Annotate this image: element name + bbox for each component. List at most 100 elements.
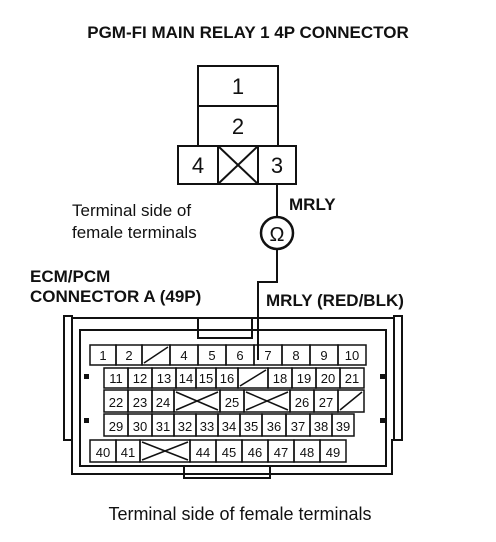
ecm-terminal-label: 15 (199, 371, 213, 386)
ecm-terminal-4: 4 (169, 344, 199, 366)
ecm-terminal-12: 12 (127, 367, 153, 389)
ecm-terminal-empty (139, 439, 191, 463)
ecm-terminal-20: 20 (315, 367, 341, 389)
ecm-connector-body (63, 315, 403, 479)
ecm-terminal-1: 1 (89, 344, 117, 366)
ecm-terminal-23: 23 (127, 389, 153, 413)
ecm-terminal-label: 25 (225, 395, 239, 410)
ecm-terminal-label: 8 (292, 348, 299, 363)
ecm-terminal-49: 49 (319, 439, 347, 463)
ecm-terminal-46: 46 (241, 439, 269, 463)
ecm-terminal-empty (337, 389, 365, 413)
ecm-terminal-21: 21 (339, 367, 365, 389)
ecm-terminal-label: 10 (345, 348, 359, 363)
ecm-terminal-label: 46 (248, 445, 262, 460)
ecm-terminal-33: 33 (195, 413, 219, 437)
ecm-label-line1: ECM/PCM (30, 267, 110, 286)
ecm-terminal-label: 32 (178, 419, 192, 434)
ecm-terminal-label: 2 (125, 348, 132, 363)
ecm-terminal-18: 18 (267, 367, 293, 389)
ecm-terminal-label: 12 (133, 371, 147, 386)
ecm-terminal-label: 24 (156, 395, 170, 410)
ecm-terminal-label: 16 (220, 371, 234, 386)
ecm-terminal-47: 47 (267, 439, 295, 463)
ecm-terminal-label: 4 (180, 348, 187, 363)
ecm-terminal-34: 34 (217, 413, 241, 437)
ecm-terminal-40: 40 (89, 439, 117, 463)
relay-connector: 1 2 4 3 (177, 65, 297, 185)
ecm-terminal-2: 2 (115, 344, 143, 366)
ecm-terminal-label: 29 (109, 419, 123, 434)
ecm-terminal-13: 13 (151, 367, 177, 389)
ecm-terminal-label: 45 (222, 445, 236, 460)
ecm-terminal-29: 29 (103, 413, 129, 437)
ecm-terminal-label: 39 (336, 419, 350, 434)
bottom-caption: Terminal side of female terminals (108, 504, 371, 524)
ecm-terminal-label: 9 (320, 348, 327, 363)
ohm-icon: Ω (270, 224, 285, 246)
ecm-terminal-35: 35 (239, 413, 263, 437)
ecm-terminal-15: 15 (195, 367, 217, 389)
ecm-terminal-36: 36 (261, 413, 287, 437)
ecm-terminal-label: 20 (321, 371, 335, 386)
ecm-terminal-label: 48 (300, 445, 314, 460)
ecm-terminal-label: 40 (96, 445, 110, 460)
ecm-terminal-label: 47 (274, 445, 288, 460)
ecm-terminal-24: 24 (151, 389, 175, 413)
ecm-terminal-label: 49 (326, 445, 340, 460)
ecm-terminal-30: 30 (127, 413, 153, 437)
ecm-terminal-6: 6 (225, 344, 255, 366)
ecm-terminal-5: 5 (197, 344, 227, 366)
ecm-terminal-8: 8 (281, 344, 311, 366)
ecm-terminal-label: 23 (133, 395, 147, 410)
wire-meter-to-ecm (257, 249, 278, 360)
relay-terminal-3: 3 (271, 153, 283, 178)
ecm-terminal-11: 11 (103, 367, 129, 389)
ecm-terminal-label: 38 (314, 419, 328, 434)
ecm-terminal-label: 30 (133, 419, 147, 434)
ecm-terminal-empty (141, 344, 171, 366)
ecm-terminal-label: 33 (200, 419, 214, 434)
ecm-terminal-32: 32 (173, 413, 197, 437)
ecm-terminal-27: 27 (313, 389, 339, 413)
ecm-terminal-label: 27 (319, 395, 333, 410)
ecm-terminal-44: 44 (189, 439, 217, 463)
wire-label-mrly-red-blk: MRLY (RED/BLK) (266, 291, 404, 310)
relay-caption-line1: Terminal side of (72, 201, 191, 220)
ecm-terminal-14: 14 (175, 367, 197, 389)
ecm-terminal-38: 38 (309, 413, 333, 437)
ecm-terminal-label: 18 (273, 371, 287, 386)
relay-caption-line2: female terminals (72, 223, 197, 242)
wire-label-mrly: MRLY (289, 195, 336, 214)
ecm-terminal-41: 41 (115, 439, 141, 463)
ecm-terminal-empty (243, 389, 291, 413)
ecm-terminal-9: 9 (309, 344, 339, 366)
ecm-terminal-10: 10 (337, 344, 367, 366)
ecm-terminal-label: 44 (196, 445, 210, 460)
ecm-terminal-label: 19 (297, 371, 311, 386)
ecm-terminal-label: 13 (157, 371, 171, 386)
ecm-terminal-label: 5 (208, 348, 215, 363)
ecm-terminal-22: 22 (103, 389, 129, 413)
ecm-terminal-label: 37 (291, 419, 305, 434)
ecm-terminal-label: 11 (109, 371, 123, 386)
ecm-terminal-label: 35 (244, 419, 258, 434)
diagram-title: PGM-FI MAIN RELAY 1 4P CONNECTOR (87, 23, 408, 42)
ecm-terminal-label: 22 (109, 395, 123, 410)
ecm-terminal-empty (173, 389, 221, 413)
ecm-terminal-39: 39 (331, 413, 355, 437)
ecm-terminal-25: 25 (219, 389, 245, 413)
ecm-terminal-45: 45 (215, 439, 243, 463)
relay-terminal-2: 2 (232, 114, 244, 139)
ohmmeter: Ω (259, 215, 295, 251)
ecm-terminal-label: 14 (179, 371, 193, 386)
ecm-terminal-label: 34 (222, 419, 236, 434)
ecm-terminal-label: 6 (236, 348, 243, 363)
ecm-terminal-label: 1 (99, 348, 106, 363)
relay-terminal-1: 1 (232, 74, 244, 99)
relay-terminal-4: 4 (192, 153, 204, 178)
ecm-terminal-label: 21 (345, 371, 359, 386)
ecm-terminal-31: 31 (151, 413, 175, 437)
